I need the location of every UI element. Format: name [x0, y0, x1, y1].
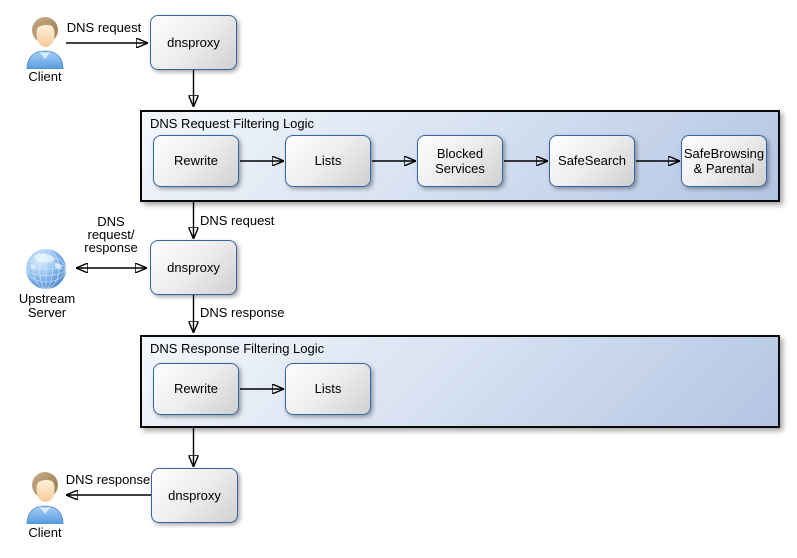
upstream-exchange-line3: response: [84, 240, 138, 255]
filter-step-lists-request: Lists: [285, 135, 371, 187]
filter-step-label: SafeBrowsing & Parental: [683, 145, 765, 176]
client-top-label: Client: [28, 69, 62, 84]
filter-step-safesearch: SafeSearch: [549, 135, 635, 187]
dnsproxy-node-top: dnsproxy: [150, 15, 237, 70]
upstream-server-label-line1: Upstream: [18, 291, 76, 306]
filter-step-label: SafeSearch: [558, 153, 626, 169]
dnsproxy-node-top-label: dnsproxy: [167, 34, 220, 50]
request-filtering-title: DNS Request Filtering Logic: [150, 116, 315, 131]
dnsproxy-node-bottom-label: dnsproxy: [168, 487, 221, 503]
filter-step-label: Rewrite: [173, 381, 219, 397]
dnsproxy-node-bottom: dnsproxy: [151, 468, 238, 523]
upstream-exchange-line2: request/: [87, 227, 135, 242]
response-filtering-group: DNS Response Filtering Logic: [140, 335, 780, 428]
upstream-exchange-line1: DNS: [97, 214, 125, 229]
filter-step-rewrite-response: Rewrite: [153, 363, 239, 415]
response-filtering-title: DNS Response Filtering Logic: [150, 341, 325, 356]
client-user-icon-bottom: [26, 472, 64, 524]
dnsproxy-node-middle: dnsproxy: [150, 240, 237, 295]
client-user-icon: [26, 17, 64, 69]
filter-step-label: Rewrite: [173, 153, 219, 169]
filter-step-label: Blocked Services: [435, 145, 485, 176]
edge-label-upstream-exchange: DNS request/ response: [72, 215, 150, 254]
edge-label-filter-to-proxy: DNS request: [200, 213, 275, 228]
filter-step-label: Lists: [314, 153, 342, 169]
filter-step-rewrite-request: Rewrite: [153, 135, 239, 187]
client-bottom-label: Client: [28, 525, 62, 540]
dnsproxy-node-middle-label: dnsproxy: [167, 259, 220, 275]
upstream-server-globe-icon: [26, 249, 66, 289]
filter-step-label: Lists: [314, 381, 342, 397]
upstream-server-label-line2: Server: [27, 305, 67, 320]
filter-step-lists-response: Lists: [285, 363, 371, 415]
upstream-server-label: Upstream Server: [6, 292, 88, 320]
filter-step-blocked-services: Blocked Services: [417, 135, 503, 187]
edge-label-client-to-proxy: DNS request: [66, 20, 142, 35]
edge-label-proxy-to-client: DNS response: [65, 472, 151, 487]
edge-label-proxy-to-filter: DNS response: [200, 305, 285, 320]
filter-step-safebrowsing-parental: SafeBrowsing & Parental: [681, 135, 767, 187]
